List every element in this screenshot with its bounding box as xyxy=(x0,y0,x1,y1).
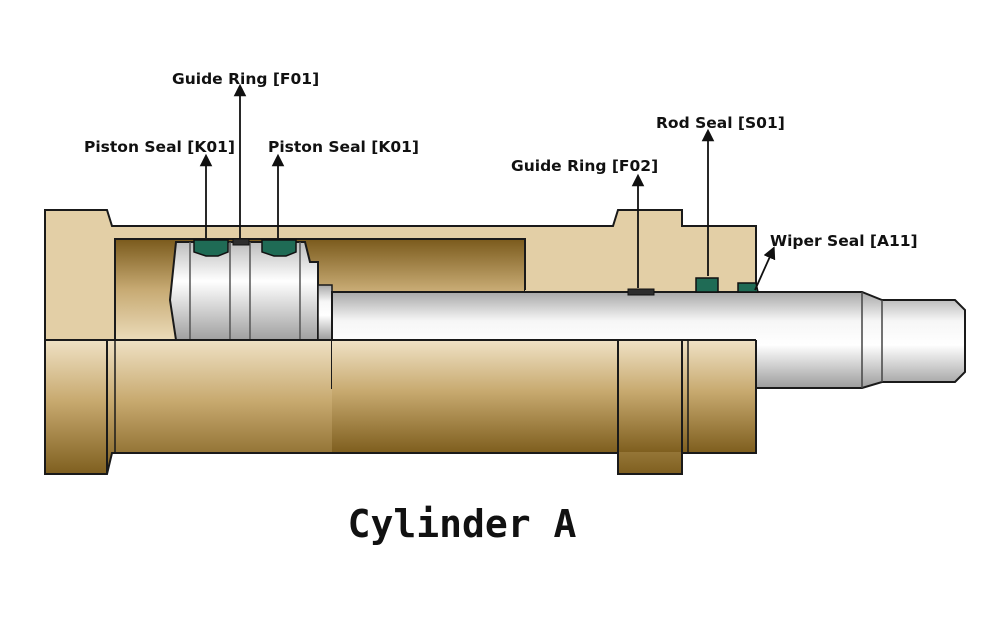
piston-seal-right xyxy=(261,239,297,257)
piston xyxy=(168,241,319,341)
guide-ring-f01 xyxy=(232,238,250,246)
label-wiper-seal-a11: Wiper Seal [A11] xyxy=(770,232,918,250)
body-lower-cover xyxy=(332,341,755,452)
piston-seal-left xyxy=(193,239,229,257)
label-rod-seal-s01: Rod Seal [S01] xyxy=(656,114,785,132)
guide-ring-f02 xyxy=(627,288,655,296)
piston-rod-step xyxy=(317,284,333,341)
label-piston-seal-left: Piston Seal [K01] xyxy=(84,138,235,156)
arrow-wiper-seal-a11 xyxy=(754,246,776,291)
label-piston-seal-right: Piston Seal [K01] xyxy=(268,138,419,156)
label-guide-ring-f01: Guide Ring [F01] xyxy=(172,70,319,88)
diagram-title: Cylinder A xyxy=(348,502,577,546)
label-guide-ring-f02: Guide Ring [F02] xyxy=(511,157,658,175)
rod-seal-s01 xyxy=(695,277,719,293)
wiper-seal-a11 xyxy=(737,282,759,293)
